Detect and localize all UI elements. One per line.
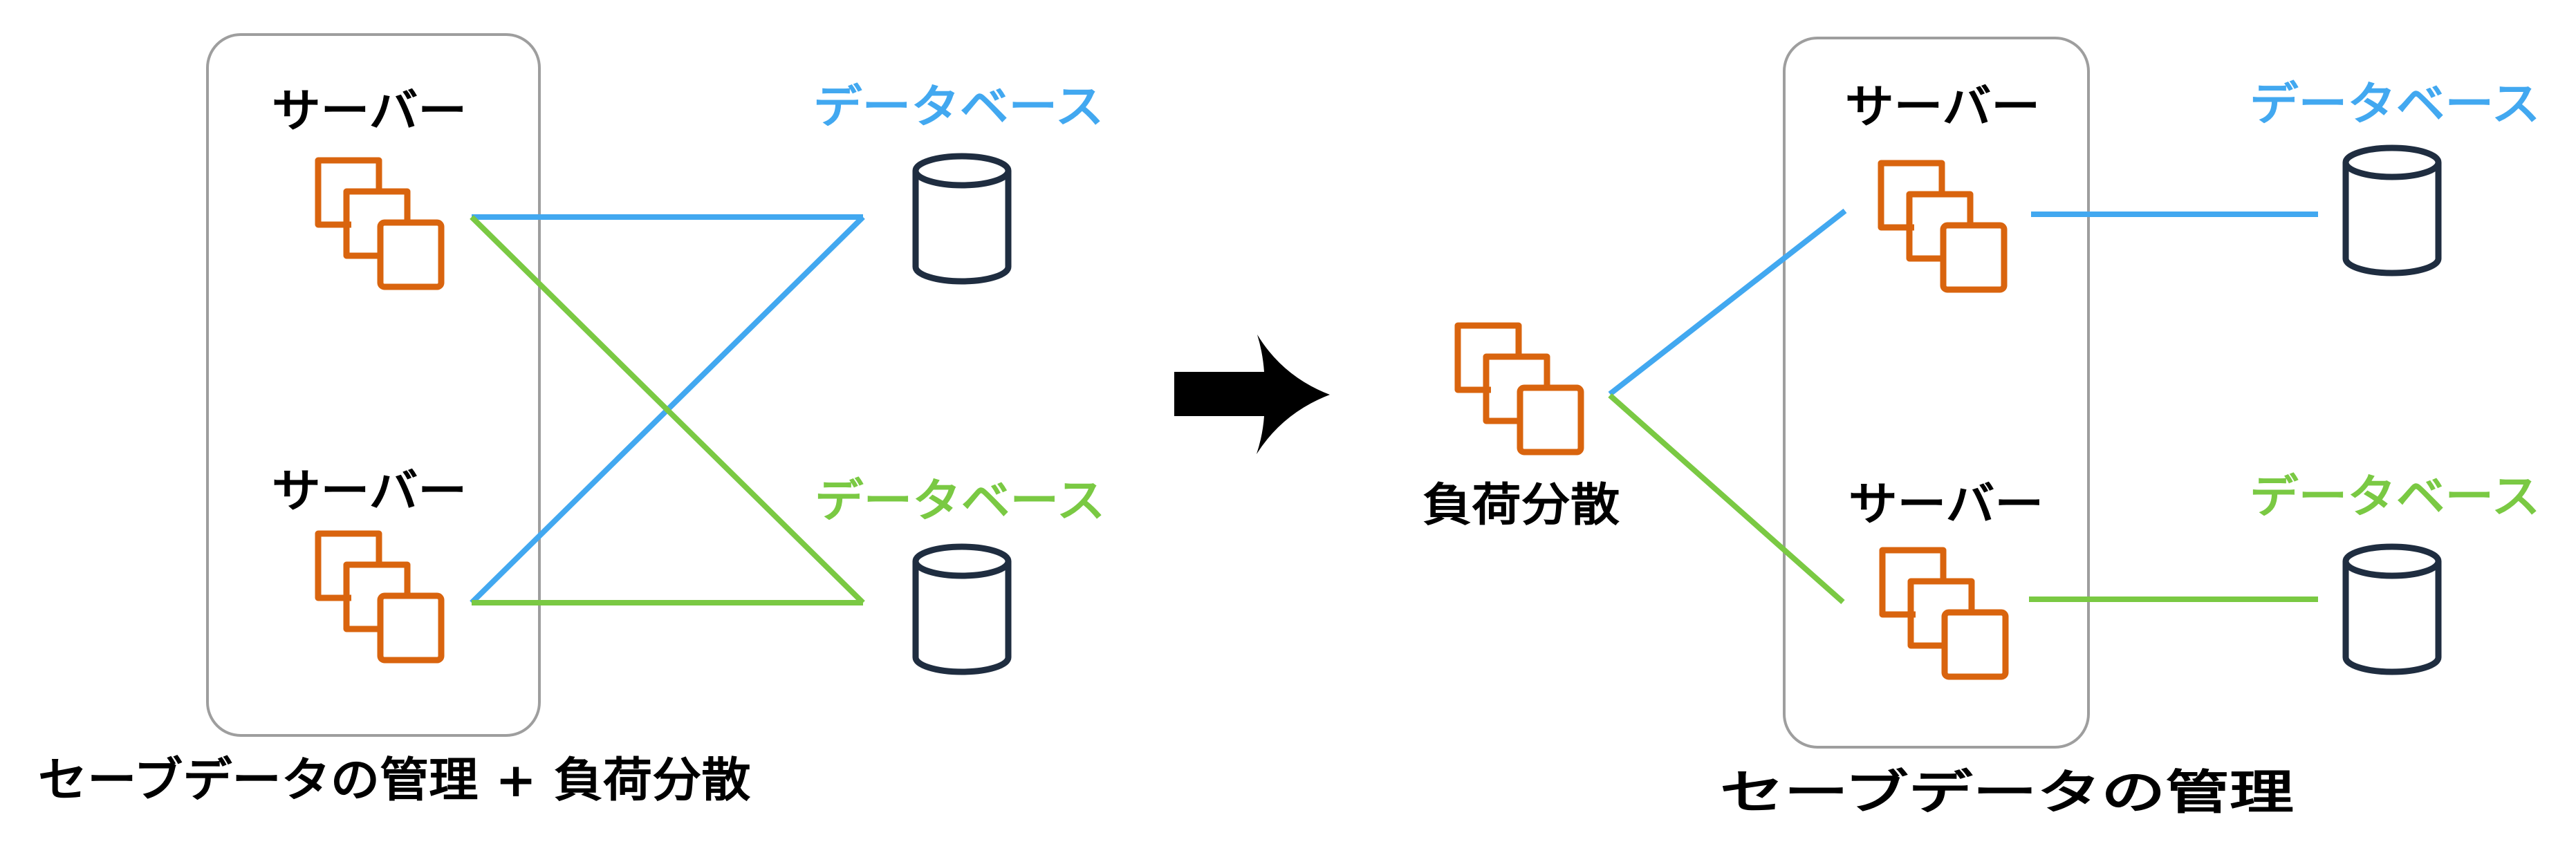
database-icon (916, 156, 1008, 281)
database-label-green: データベース (815, 474, 1106, 527)
server-stack-icon (318, 160, 441, 287)
load-balancer-label: 負荷分散 (1423, 478, 1620, 532)
load-balancer-icon (1458, 326, 1581, 452)
group-caption-after: セーブデータの管理 (1720, 766, 2294, 820)
server-stack-icon (1882, 550, 2005, 677)
database-icon (2346, 547, 2438, 672)
connection-line-lb-server1 (1608, 208, 1847, 397)
database-icon (916, 547, 1008, 672)
database-icon (2346, 148, 2438, 273)
database-label-blue: データベース (813, 80, 1104, 133)
server-label: サーバー (1848, 478, 2044, 531)
connection-line-lb-server2 (1608, 393, 1845, 604)
connection-line-server1-db-green (470, 215, 865, 605)
database-label-green: データベース (2250, 470, 2541, 523)
right-arrow-icon (1174, 335, 1330, 454)
group-caption-before: セーブデータの管理 + 負荷分散 (38, 753, 751, 808)
server-stack-icon (1881, 163, 2004, 290)
server-stack-icon (318, 534, 441, 660)
server-group-box-before (206, 33, 541, 737)
server-label: サーバー (1845, 80, 2041, 133)
server-group-box-after (1783, 37, 2090, 749)
database-label-blue: データベース (2250, 77, 2541, 131)
server-label: サーバー (272, 84, 467, 138)
server-label: サーバー (272, 464, 467, 518)
